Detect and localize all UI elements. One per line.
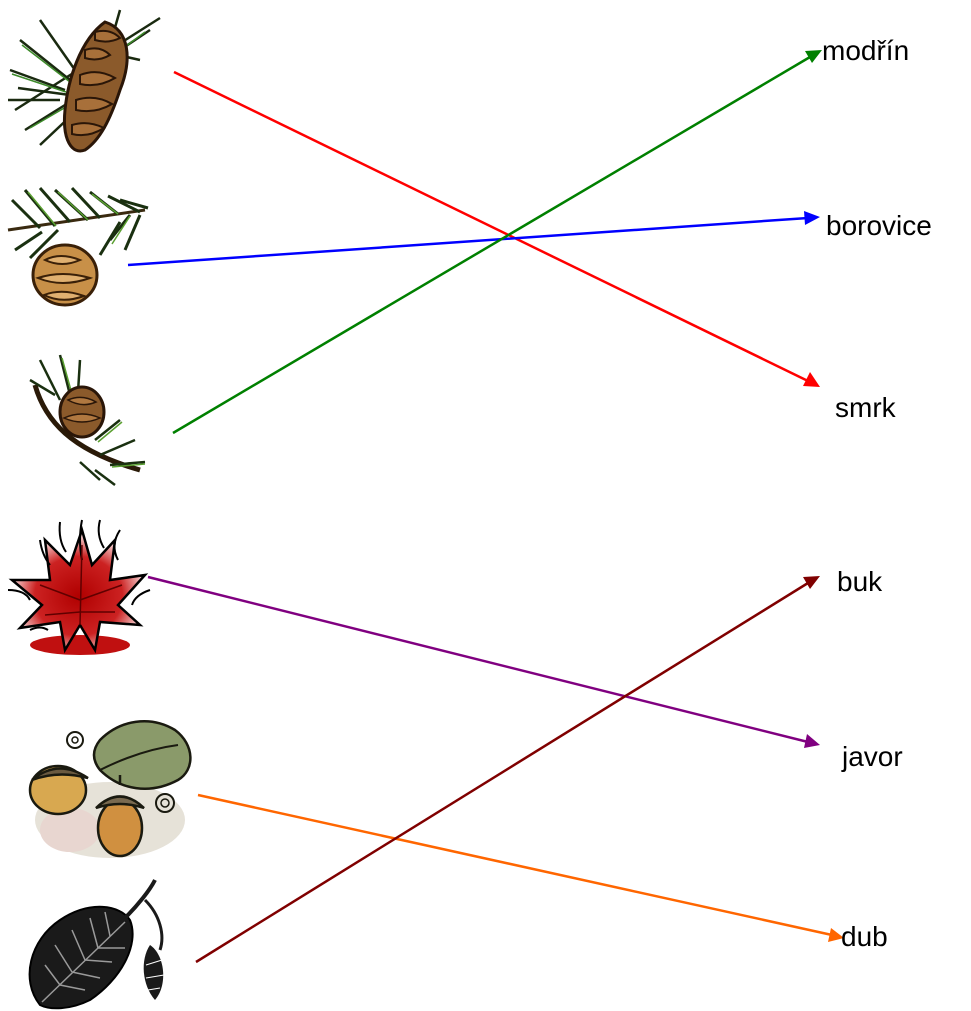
arrowhead-borovice (804, 211, 820, 225)
connector-maple-to-javor (147, 575, 809, 744)
arrowhead-buk (803, 576, 820, 589)
word-smrk: smrk (835, 392, 897, 423)
larch-cone-sprig-icon (29, 354, 146, 486)
maple-leaf-icon (7, 519, 151, 655)
word-javor: javor (841, 741, 903, 772)
acorns-oak-leaf-icon (28, 720, 192, 858)
long-spruce-cone-icon (8, 9, 161, 153)
connector-pine-to-borovice (127, 216, 809, 267)
connections-layer (127, 50, 844, 964)
word-dub: dub (841, 921, 888, 952)
arrowhead-smrk (803, 372, 820, 387)
arrowhead-modrin (805, 50, 822, 63)
word-buk: buk (837, 566, 883, 597)
connector-spruce-to-smrk (173, 70, 809, 383)
word-modrin: modřín (822, 35, 909, 66)
word-borovice: borovice (826, 210, 932, 241)
beech-leaf-icon (28, 879, 165, 1010)
connector-acorns-to-dub (197, 793, 833, 937)
connector-beech-to-buk (195, 581, 809, 964)
arrowhead-javor (804, 734, 820, 748)
arrowhead-dub (828, 928, 844, 942)
pine-cone-sprig-icon (7, 186, 149, 307)
connector-larch-to-modrin (172, 55, 811, 435)
